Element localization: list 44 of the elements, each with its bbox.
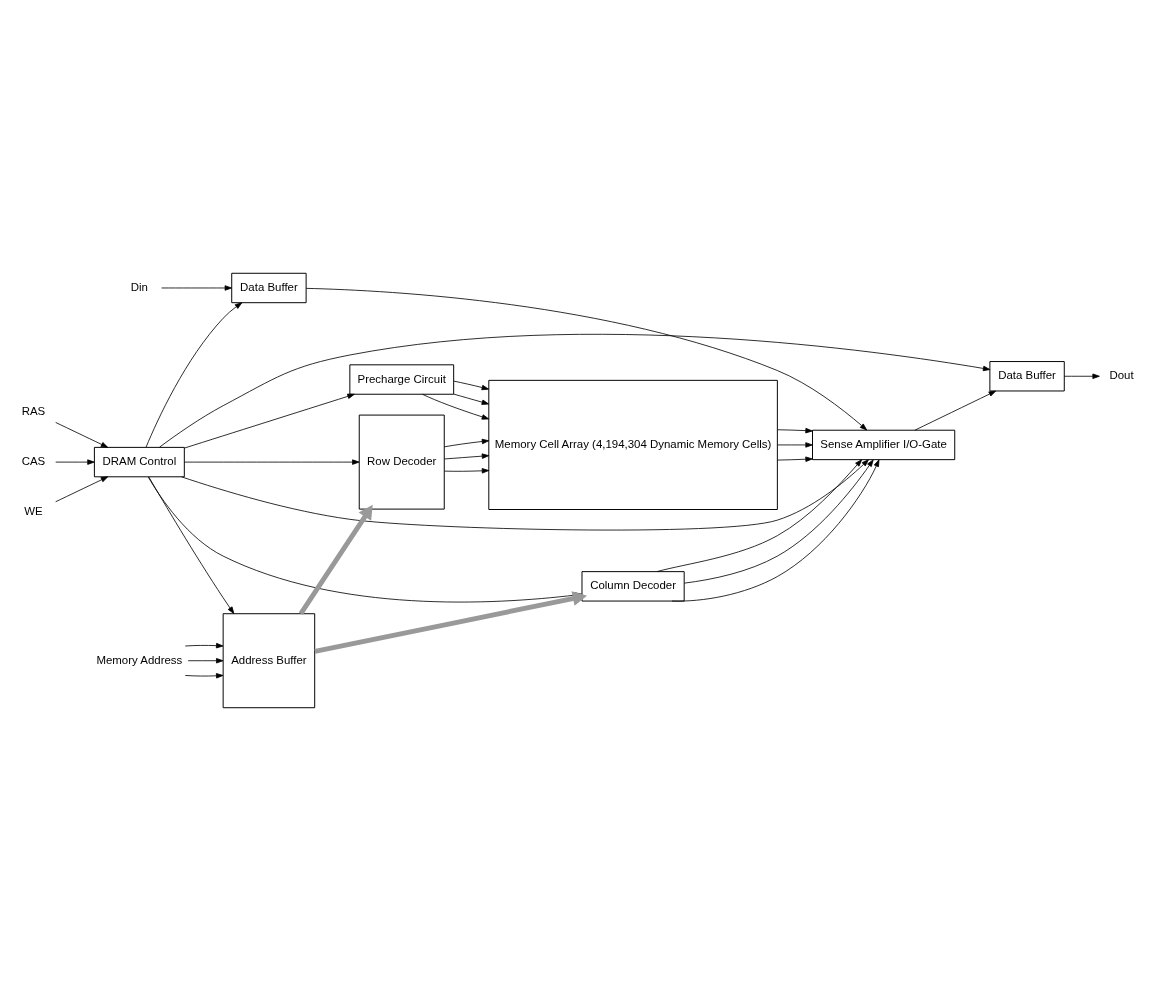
node-box: Column Decoder (581, 571, 685, 602)
arrow (444, 453, 490, 460)
arrow (444, 468, 490, 474)
node-text: Memory Address (96, 653, 183, 666)
node-box: Data Buffer (989, 361, 1065, 392)
arrow (1063, 373, 1100, 379)
arrow (181, 459, 869, 531)
node-text: Dout (1109, 369, 1134, 382)
node-box: Sense Amplifier I/O-Gate (812, 429, 956, 461)
arrow (148, 476, 235, 614)
arrow (184, 393, 355, 449)
node-text: WE (24, 504, 43, 517)
node-box: DRAM Control (93, 446, 185, 478)
arrow (453, 393, 489, 405)
arrow (55, 459, 95, 465)
node-text: CAS (21, 455, 46, 468)
arrow (422, 393, 490, 420)
arrow (671, 459, 880, 602)
node-text: RAS (21, 405, 46, 418)
arrow (777, 427, 813, 434)
node-text: Din (130, 281, 148, 294)
arrow (683, 459, 874, 584)
arrow (777, 456, 813, 462)
arrow (184, 642, 224, 649)
node-box: Address Buffer (222, 613, 316, 709)
arrow (161, 285, 232, 291)
arrow (298, 504, 373, 615)
arrow (914, 390, 997, 431)
arrow (777, 442, 813, 448)
arrow (145, 302, 243, 448)
node-box: Row Decoder (358, 414, 445, 510)
arrow (187, 658, 224, 664)
arrow (55, 422, 109, 448)
arrow (305, 287, 868, 431)
arrow (453, 380, 489, 391)
arrow (184, 673, 224, 679)
node-box: Precharge Circuit (349, 364, 455, 395)
node-box: Memory Cell Array (4,194,304 Dynamic Memory Cells) (488, 379, 778, 510)
arrow (55, 476, 109, 503)
node-box: Data Buffer (231, 272, 307, 304)
arrow (184, 459, 360, 465)
arrow (444, 438, 490, 448)
arrow (656, 459, 863, 572)
arrow (159, 333, 991, 448)
